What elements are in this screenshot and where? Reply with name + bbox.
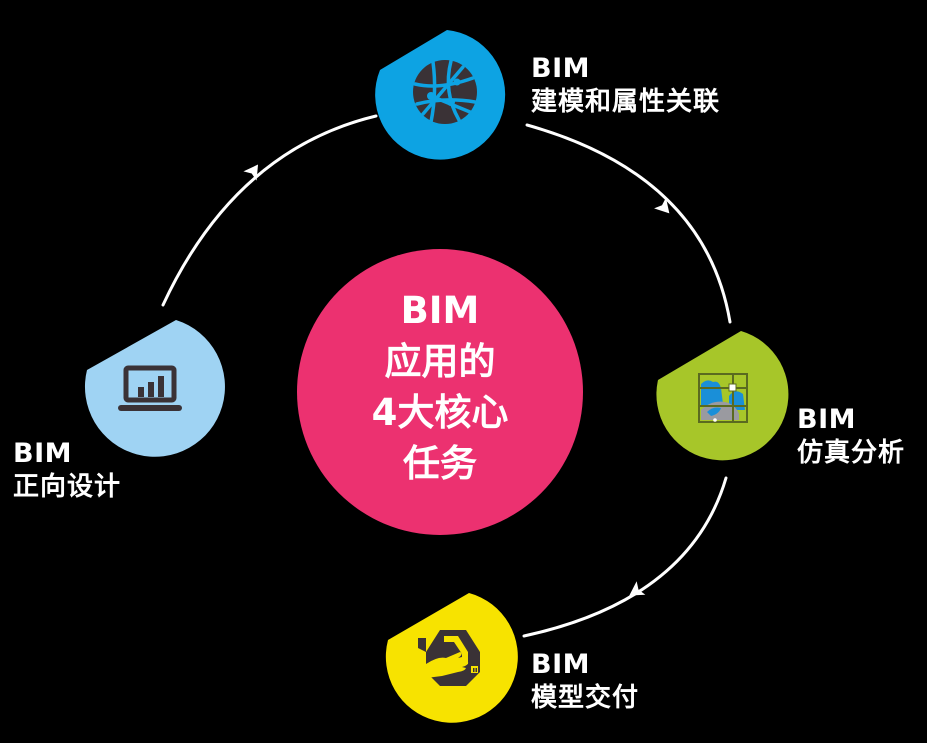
center-title-line: BIM <box>400 289 480 332</box>
node-simulation[interactable] <box>656 331 789 461</box>
laptop-chart-icon <box>118 365 182 411</box>
node-forward-design[interactable] <box>84 320 225 457</box>
node-subtitle: 模型交付 <box>531 682 640 713</box>
globe-network-icon <box>413 59 477 124</box>
center-title-line: 4大核心 <box>371 391 509 434</box>
label-modeling: BIM 建模和属性关联 <box>531 52 720 118</box>
node-modeling[interactable] <box>375 30 506 160</box>
center-title-line: 应用的 <box>384 340 496 383</box>
petal-forward-design <box>84 320 225 457</box>
arrow-design-to-modeling <box>161 114 378 307</box>
arrow-modeling-to-simulation <box>525 123 732 324</box>
node-title: BIM <box>797 404 856 435</box>
flow-arrows <box>161 114 732 638</box>
package-hand-icon <box>418 630 480 686</box>
arrowhead-icon <box>629 581 646 596</box>
center-title: BIM 应用的 4大核心 任务 <box>298 285 582 489</box>
node-delivery[interactable] <box>385 593 518 723</box>
node-title: BIM <box>531 53 590 84</box>
node-subtitle: 仿真分析 <box>797 437 906 468</box>
center-title-line: 任务 <box>403 442 477 485</box>
arrowhead-icon <box>243 164 259 181</box>
center-circle <box>297 249 583 535</box>
node-title: BIM <box>531 649 590 680</box>
arrowheads <box>243 164 670 596</box>
label-forward-design: BIM 正向设计 <box>13 437 121 503</box>
node-title: BIM <box>13 438 72 469</box>
label-simulation: BIM 仿真分析 <box>797 403 905 469</box>
arrow-simulation-to-delivery <box>522 476 728 638</box>
simulation-image-icon <box>698 373 748 423</box>
node-subtitle: 建模和属性关联 <box>531 86 721 117</box>
label-delivery: BIM 模型交付 <box>531 648 639 714</box>
node-subtitle: 正向设计 <box>13 471 122 502</box>
arrowhead-icon <box>654 197 670 214</box>
